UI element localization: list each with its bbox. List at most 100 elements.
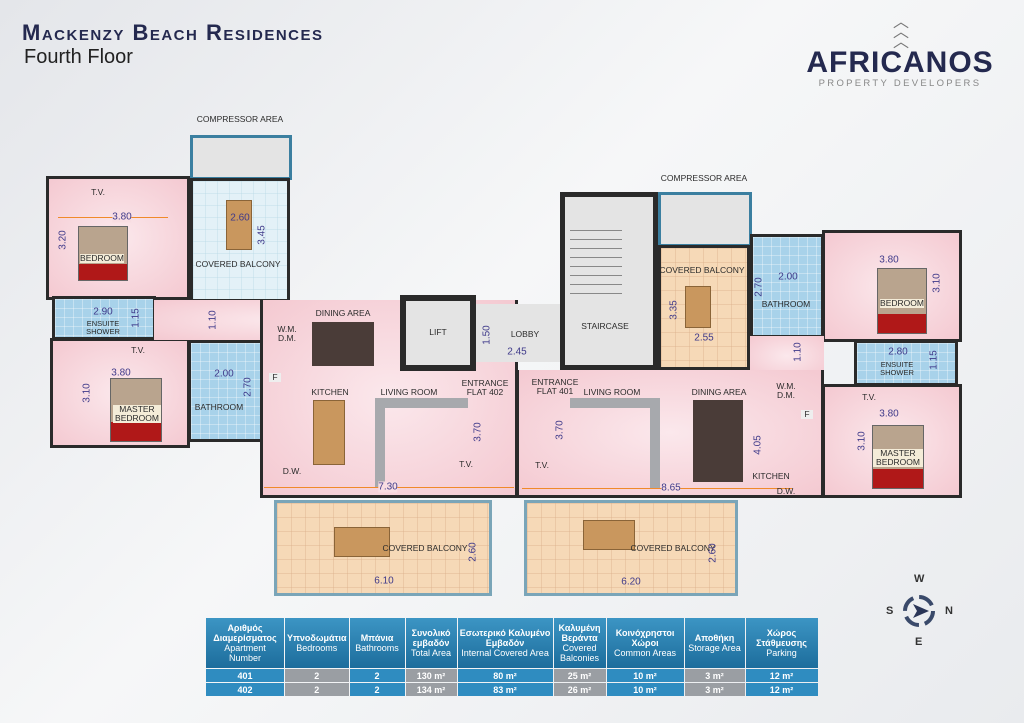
dim: 2.55 xyxy=(694,332,714,344)
dim: 2.00 xyxy=(214,368,234,380)
cell: 2 xyxy=(285,683,349,696)
label-entrance-402: ENTRANCE FLAT 402 xyxy=(461,378,509,397)
dim: 1.15 xyxy=(130,308,142,328)
dim: 3.35 xyxy=(668,300,680,320)
bathroom-402 xyxy=(188,340,264,442)
table-row: 402 2 2 134 m² 83 m² 26 m² 10 m² 3 m² 12… xyxy=(206,683,818,696)
label-kitchen-401: KITCHEN xyxy=(752,471,790,481)
label-master-401: MASTER BEDROOM xyxy=(873,449,923,467)
dim: 3.10 xyxy=(931,273,943,293)
compass-e: E xyxy=(915,636,923,648)
dim: 3.70 xyxy=(554,420,566,440)
label-balcony-bottom-401: COVERED BALCONY xyxy=(630,543,716,553)
label-living-401: LIVING ROOM xyxy=(583,387,641,397)
cell: 3 m² xyxy=(684,669,745,682)
lobby xyxy=(476,304,562,362)
compass-w: W xyxy=(914,573,925,585)
label-bedroom-402: BEDROOM xyxy=(80,253,124,263)
dim: 1.15 xyxy=(928,350,940,370)
sofa xyxy=(570,398,660,488)
label-master-402: MASTER BEDROOM xyxy=(113,405,161,423)
label-fridge: F xyxy=(269,373,281,382)
balcony-table xyxy=(226,200,252,250)
dim: 1.10 xyxy=(792,342,804,362)
cell: 25 m² xyxy=(553,669,606,682)
dim: 1.50 xyxy=(481,325,493,345)
compass-n: N xyxy=(945,605,953,617)
label-tv: T.V. xyxy=(91,187,105,197)
dim: 3.80 xyxy=(111,367,131,379)
dim: 2.60 xyxy=(467,542,479,562)
dim: 8.65 xyxy=(661,482,681,494)
compressor-area-401 xyxy=(658,192,752,247)
cell: 130 m² xyxy=(405,669,457,682)
cell: 2 xyxy=(349,669,405,682)
label-lift: LIFT xyxy=(429,327,447,337)
dim: 6.10 xyxy=(374,575,394,587)
label-kitchen-402: KITCHEN xyxy=(311,387,349,397)
floor-subtitle: Fourth Floor xyxy=(24,46,133,68)
dim: 2.60 xyxy=(230,212,250,224)
dim: 3.70 xyxy=(472,422,484,442)
dim: 2.70 xyxy=(753,277,765,297)
floor-plan: COMPRESSOR AREA COVERED BALCONY 2.60 3.4… xyxy=(46,115,962,596)
cell: 12 m² xyxy=(745,669,818,682)
bed-icon xyxy=(78,226,128,281)
kitchen-island xyxy=(313,400,345,465)
dim: 1.10 xyxy=(207,310,219,330)
label-staircase: STAIRCASE xyxy=(581,321,629,331)
label-bedroom-401: BEDROOM xyxy=(880,298,924,308)
corridor-401 xyxy=(750,336,824,376)
cell: 3 m² xyxy=(684,683,745,696)
label-lobby: LOBBY xyxy=(510,329,540,339)
dim: 3.80 xyxy=(879,408,899,420)
label-tv: T.V. xyxy=(862,392,876,402)
label-tv: T.V. xyxy=(459,459,473,469)
cell: 10 m² xyxy=(606,669,684,682)
cell: 2 xyxy=(285,669,349,682)
compass-rose-icon xyxy=(903,595,935,627)
label-dining-402: DINING AREA xyxy=(315,308,371,318)
label-ensuite-401: ENSUITE SHOWER xyxy=(880,360,914,377)
cell: 2 xyxy=(349,683,405,696)
cell: 401 xyxy=(206,669,284,682)
dim: 3.20 xyxy=(57,230,69,250)
logo-name: AFRICANOS xyxy=(806,46,994,79)
cell: 83 m² xyxy=(457,683,553,696)
dim: 2.70 xyxy=(242,377,254,397)
label-wmdm-401: W.M. D.M. xyxy=(776,381,796,400)
dim: 2.90 xyxy=(93,306,113,318)
living-area-401 xyxy=(516,370,824,498)
label-living-402: LIVING ROOM xyxy=(380,387,438,397)
cell: 80 m² xyxy=(457,669,553,682)
dim: 3.45 xyxy=(256,225,268,245)
label-balcony-bottom-402: COVERED BALCONY xyxy=(382,543,468,553)
label-dining-401: DINING AREA xyxy=(691,387,747,397)
label-compressor-401: COMPRESSOR AREA xyxy=(660,173,748,183)
balcony-table xyxy=(334,527,390,557)
dim: 2.60 xyxy=(707,543,719,563)
cell: 10 m² xyxy=(606,683,684,696)
dim-line xyxy=(522,488,792,489)
balcony-table xyxy=(685,286,711,328)
label-balcony-top-401: COVERED BALCONY xyxy=(659,265,745,275)
label-wmdm-402: W.M. D.M. xyxy=(277,324,297,343)
balcony-table xyxy=(583,520,635,550)
label-entrance-401: ENTRANCE FLAT 401 xyxy=(531,377,579,396)
dining-table xyxy=(312,322,374,366)
dim: 3.10 xyxy=(81,383,93,403)
dim: 2.00 xyxy=(778,271,798,283)
dim: 3.10 xyxy=(856,431,868,451)
compass: W S N E xyxy=(885,573,953,648)
table-row: 401 2 2 130 m² 80 m² 25 m² 10 m² 3 m² 12… xyxy=(206,669,818,682)
label-bathroom-401: BATHROOM xyxy=(761,299,811,309)
label-ensuite-402: ENSUITE SHOWER xyxy=(86,319,120,336)
